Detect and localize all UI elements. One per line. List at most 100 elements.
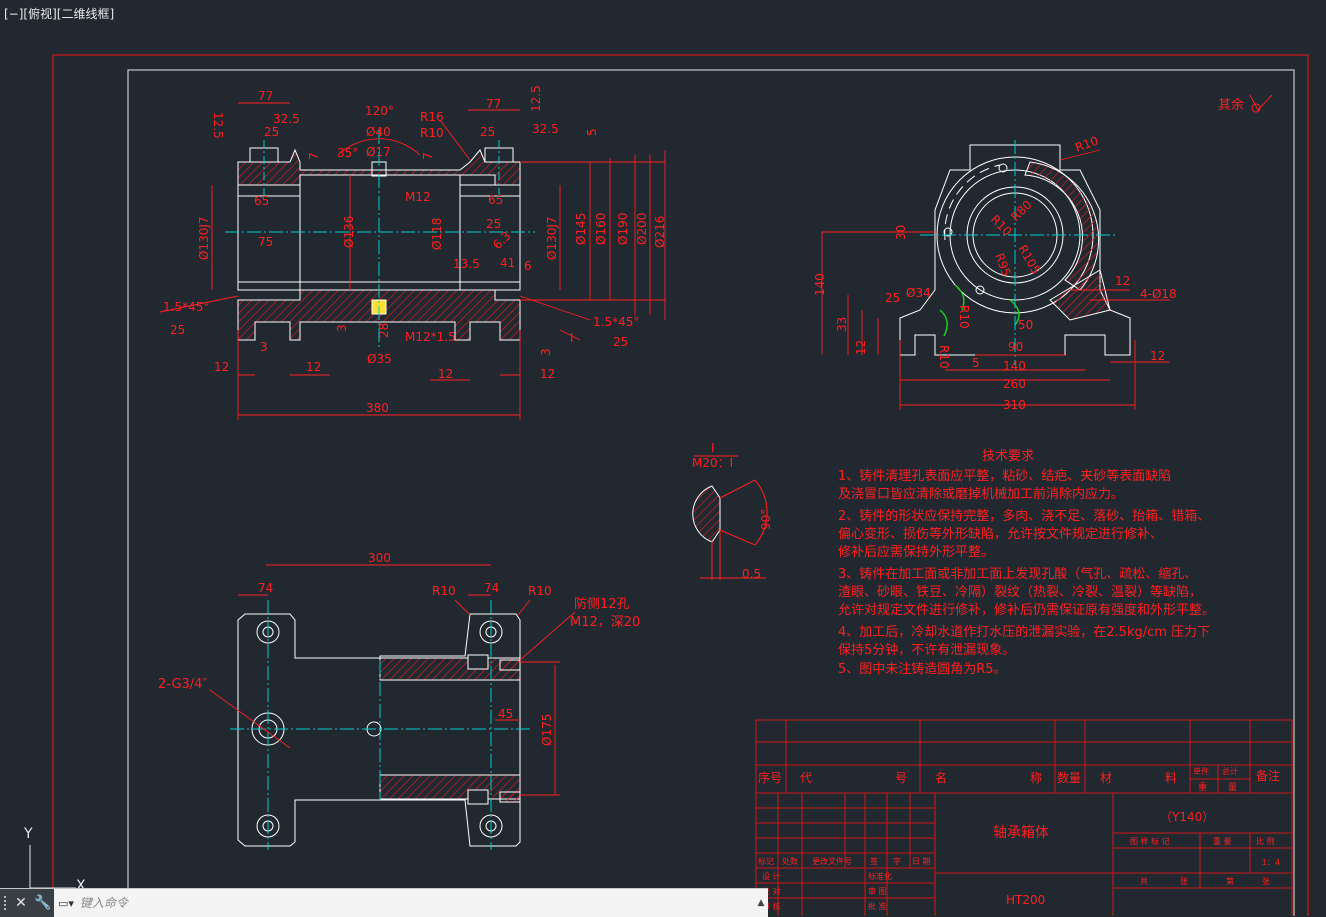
technical-requirements: 技术要求 1、铸件清理孔表面应平整，粘砂、结疤、夹砂等表面缺陷 及浇冒口皆应清除… — [838, 449, 1215, 677]
tb-weight: 重 量 — [1213, 836, 1232, 846]
tb-header-seq: 序号 — [758, 770, 782, 785]
tb-craft: 审 核 — [762, 901, 781, 911]
plan-dim-d175: Ø175 — [540, 714, 554, 746]
plan-holes-thread: M12，深20 — [570, 615, 640, 630]
close-icon[interactable]: ✕ — [10, 889, 32, 917]
side-dim-33: 33 — [835, 317, 849, 332]
command-bar-grip-icon[interactable] — [0, 889, 10, 917]
side-dim-260: 260 — [1003, 377, 1026, 391]
radius-r16: R16 — [420, 110, 444, 124]
dim-12-c: 12 — [438, 367, 453, 381]
side-dim-12-v: 12 — [854, 340, 868, 355]
tb-material: HT200 — [1006, 893, 1045, 907]
dim-3-right: 3 — [539, 348, 553, 356]
command-prompt-icon[interactable]: ▭▾ — [58, 896, 74, 910]
tb-standard: 标准化 — [868, 871, 892, 881]
dim-75: 75 — [258, 235, 273, 249]
tb-header-qty: 数量 — [1057, 770, 1081, 785]
ucs-icon: Y X — [23, 826, 86, 894]
dim-3-mid: 3 — [335, 324, 349, 332]
side-dim-310: 310 — [1003, 398, 1026, 412]
plan-holes-note: 防侧12孔 — [574, 596, 630, 612]
dim-12-a: 12 — [214, 360, 229, 374]
command-line-bar[interactable]: ✕ 🔧 ▭▾ ▲ — [0, 888, 768, 917]
plan-dim-45: 45 — [498, 707, 513, 721]
rough-25-left: 25 — [170, 323, 185, 337]
tb-header-mat2: 料 — [1165, 771, 1177, 785]
tb-header-weight1: 重 — [1198, 781, 1207, 793]
wrench-icon[interactable]: 🔧 — [32, 889, 54, 917]
dim-41: 41 — [500, 256, 515, 270]
tech-req-line-1: 1、铸件清理孔表面应平整，粘砂、结疤、夹砂等表面缺陷 — [838, 468, 1171, 484]
dim-25-left: 25 — [264, 125, 279, 139]
tb-rev-name: 字 — [893, 856, 901, 866]
detail-title: I — [711, 441, 715, 455]
thread-m12x1-5: M12*1.5 — [405, 330, 456, 344]
outer-frame — [52, 54, 1309, 916]
tb-header-name: 名 — [935, 770, 947, 785]
side-dim-140: 140 — [1003, 359, 1026, 373]
plan-outline — [237, 613, 521, 847]
tech-req-line-10: 保持5分钟，不许有泄漏现象。 — [838, 642, 1015, 658]
ucs-y-label: Y — [23, 826, 33, 842]
plan-r10-left: R10 — [432, 584, 456, 598]
roughness-other-note: 其余 — [1218, 97, 1244, 113]
tb-header-num: 号 — [895, 771, 907, 785]
tb-header-single: 单件 — [1193, 766, 1209, 776]
side-dim-12-b: 12 — [1150, 349, 1165, 363]
side-hatch-arc — [1024, 161, 1100, 291]
side-r95: R95 — [992, 251, 1013, 278]
tb-stage: 图 样 标 记 — [1130, 836, 1170, 846]
tb-approve: 批 准 — [868, 901, 887, 911]
angle-35: 35° — [337, 146, 358, 160]
dim-65-right: 65 — [488, 193, 503, 207]
tb-rev-doc: 更改文件号 — [812, 856, 852, 866]
inner-frame — [127, 69, 1295, 916]
chamfer-left: 1.5*45° — [163, 300, 209, 314]
detail-view-i[interactable]: I M20：I 0.5 90° — [692, 441, 773, 581]
tech-req-line-3: 2、铸件的形状应保持完整，多肉、浇不足、落砂、抬箱、错箱、 — [838, 508, 1210, 524]
dim-7-right: 7 — [421, 152, 435, 160]
dim-12-d: 12 — [540, 367, 555, 381]
detail-scale: M20：I — [692, 456, 733, 470]
dim-25-right: 25 — [480, 125, 495, 139]
tb-rev-date: 日 期 — [912, 857, 931, 866]
side-dim-d34: Ø34 — [906, 286, 931, 300]
dim-d216: Ø216 — [653, 216, 667, 248]
detail-angle-90: 90° — [759, 509, 773, 530]
side-dim-140-v: 140 — [813, 273, 827, 296]
tb-header-weight2: 量 — [1228, 782, 1237, 793]
dim-380: 380 — [366, 401, 389, 415]
viewport-label[interactable]: [−][俯视][二维线框] — [4, 7, 115, 21]
title-block[interactable]: 序号 代 号 名 称 数量 材 料 单件 总计 重 量 备注 轴承箱体 HT20… — [755, 719, 1293, 916]
side-dim-30: 30 — [894, 225, 908, 240]
front-section-view[interactable]: 77 77 32.5 32.5 25 25 12.5 12.5 120° 35°… — [159, 85, 667, 420]
side-view[interactable]: R10 R10 R80 R105 R95 R10 R10 30 140 25 Ø… — [813, 94, 1273, 412]
side-dim-5: 5 — [972, 356, 980, 370]
tb-sheet-4: 张 — [1262, 877, 1270, 886]
scroll-up-icon[interactable]: ▲ — [757, 898, 765, 908]
thread-m12: M12 — [405, 190, 431, 204]
dim-7-left: 7 — [307, 152, 321, 160]
dim-32-5-left: 32.5 — [273, 112, 300, 126]
dim-d200: Ø200 — [635, 213, 649, 245]
side-r10-base: R10 — [937, 345, 951, 369]
dim-77-right: 77 — [486, 97, 501, 111]
dim-32-5-right: 32.5 — [532, 122, 559, 136]
command-input[interactable] — [77, 891, 754, 915]
side-r10-top: R10 — [1073, 134, 1100, 155]
dim-d17: Ø17 — [366, 145, 391, 159]
dim-13-5: 13.5 — [453, 257, 480, 271]
tb-sheet-3: 第 — [1226, 876, 1234, 886]
tech-req-line-2: 及浇冒口皆应清除或磨掉机械加工前消除内应力。 — [838, 486, 1124, 502]
tb-rev-count: 处数 — [782, 856, 798, 866]
plan-dim-74-left: 74 — [258, 581, 273, 595]
tech-req-line-8: 允许对规定文件进行修补，修补后仍需保证原有强度和外形平整。 — [838, 602, 1215, 618]
tb-part-name: 轴承箱体 — [993, 825, 1049, 841]
plan-r10-right: R10 — [528, 584, 552, 598]
dim-d160: Ø160 — [594, 213, 608, 245]
dim-12-b: 12 — [306, 360, 321, 374]
plan-view[interactable]: 300 74 74 R10 R10 防侧12孔 M12，深20 2-G3/4″ … — [158, 551, 640, 850]
tb-rev-mark: 标记 — [758, 856, 774, 866]
